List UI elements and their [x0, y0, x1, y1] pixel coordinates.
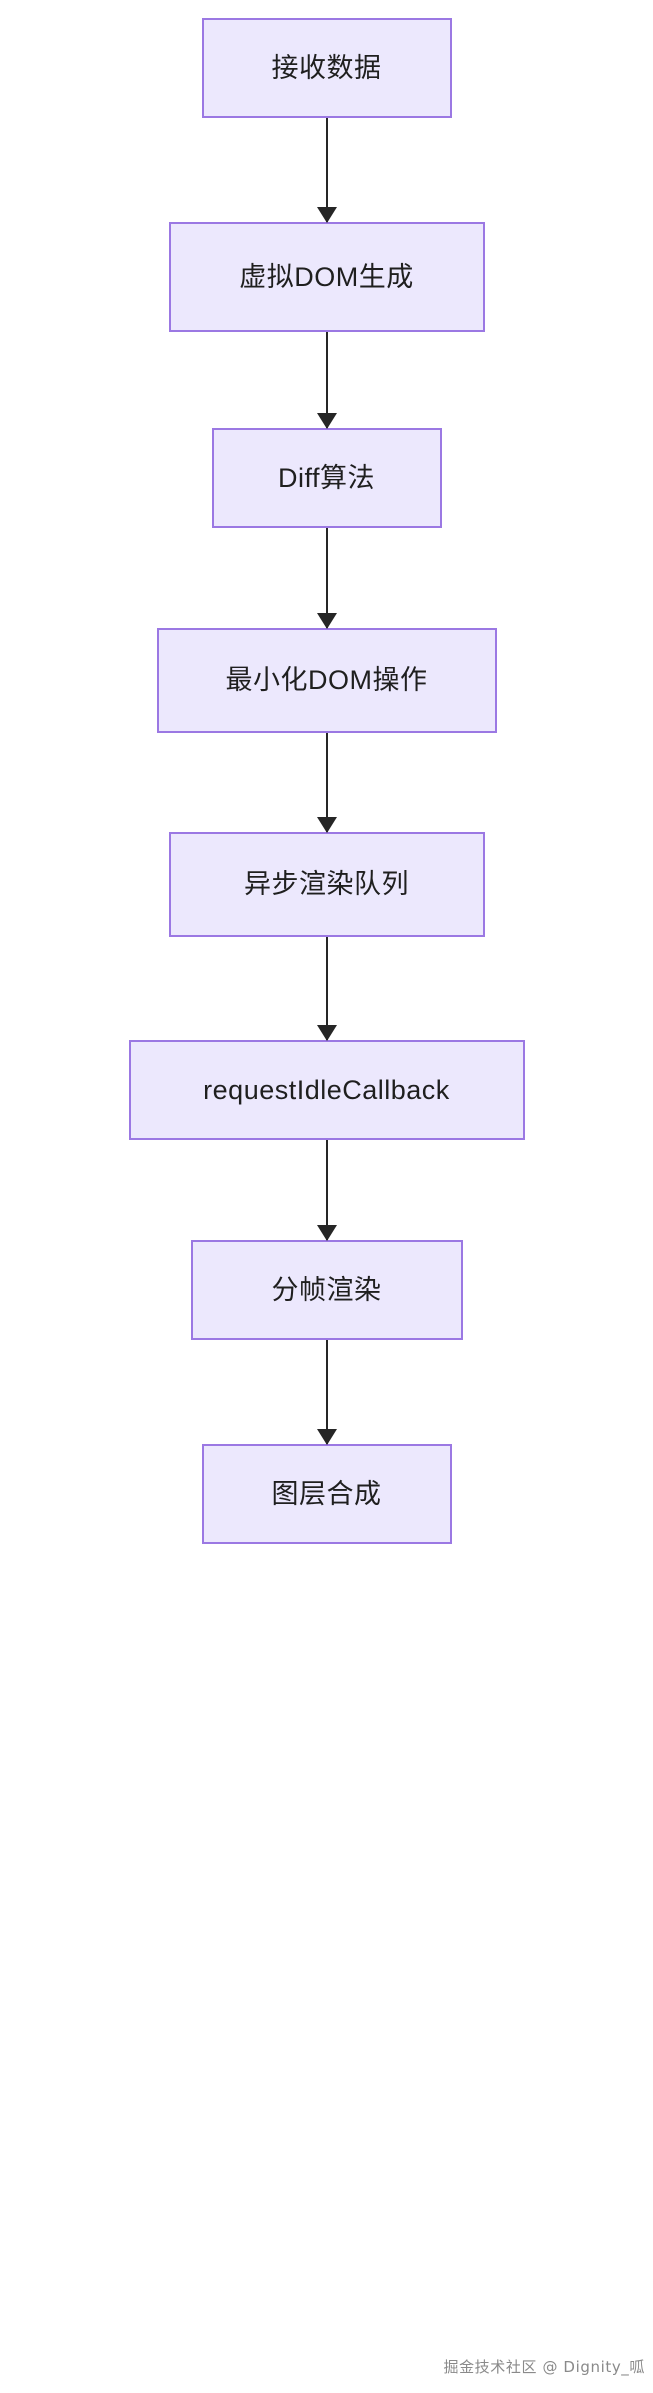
- flow-node-async-render-queue[interactable]: 异步渲染队列: [168, 832, 485, 937]
- flow-edge-3: [316, 528, 337, 629]
- flow-node-request-idle-callback[interactable]: requestIdleCallback: [128, 1040, 525, 1140]
- arrow-down-icon: [316, 207, 337, 223]
- flow-node-minimize-dom-ops[interactable]: 最小化DOM操作: [156, 628, 497, 733]
- arrow-down-icon: [316, 817, 337, 833]
- arrow-down-icon: [316, 1429, 337, 1445]
- flow-edge-7: [316, 1340, 337, 1445]
- flow-node-frame-split-render[interactable]: 分帧渲染: [190, 1240, 463, 1340]
- arrow-down-icon: [316, 613, 337, 629]
- arrow-down-icon: [316, 413, 337, 429]
- flow-node-receive-data[interactable]: 接收数据: [201, 18, 452, 118]
- arrow-down-icon: [316, 1225, 337, 1241]
- flow-node-diff-algorithm[interactable]: Diff算法: [211, 428, 442, 528]
- arrow-down-icon: [316, 1025, 337, 1041]
- flow-node-virtual-dom[interactable]: 虚拟DOM生成: [168, 222, 485, 332]
- watermark-label: 掘金技术社区 @ Dignity_呱: [443, 2358, 645, 2376]
- flow-edge-1: [316, 118, 337, 223]
- flow-edge-4: [316, 733, 337, 833]
- flow-edge-6: [316, 1140, 337, 1241]
- flow-node-layer-composite[interactable]: 图层合成: [201, 1444, 452, 1544]
- flow-edge-2: [316, 332, 337, 429]
- flow-edge-5: [316, 937, 337, 1041]
